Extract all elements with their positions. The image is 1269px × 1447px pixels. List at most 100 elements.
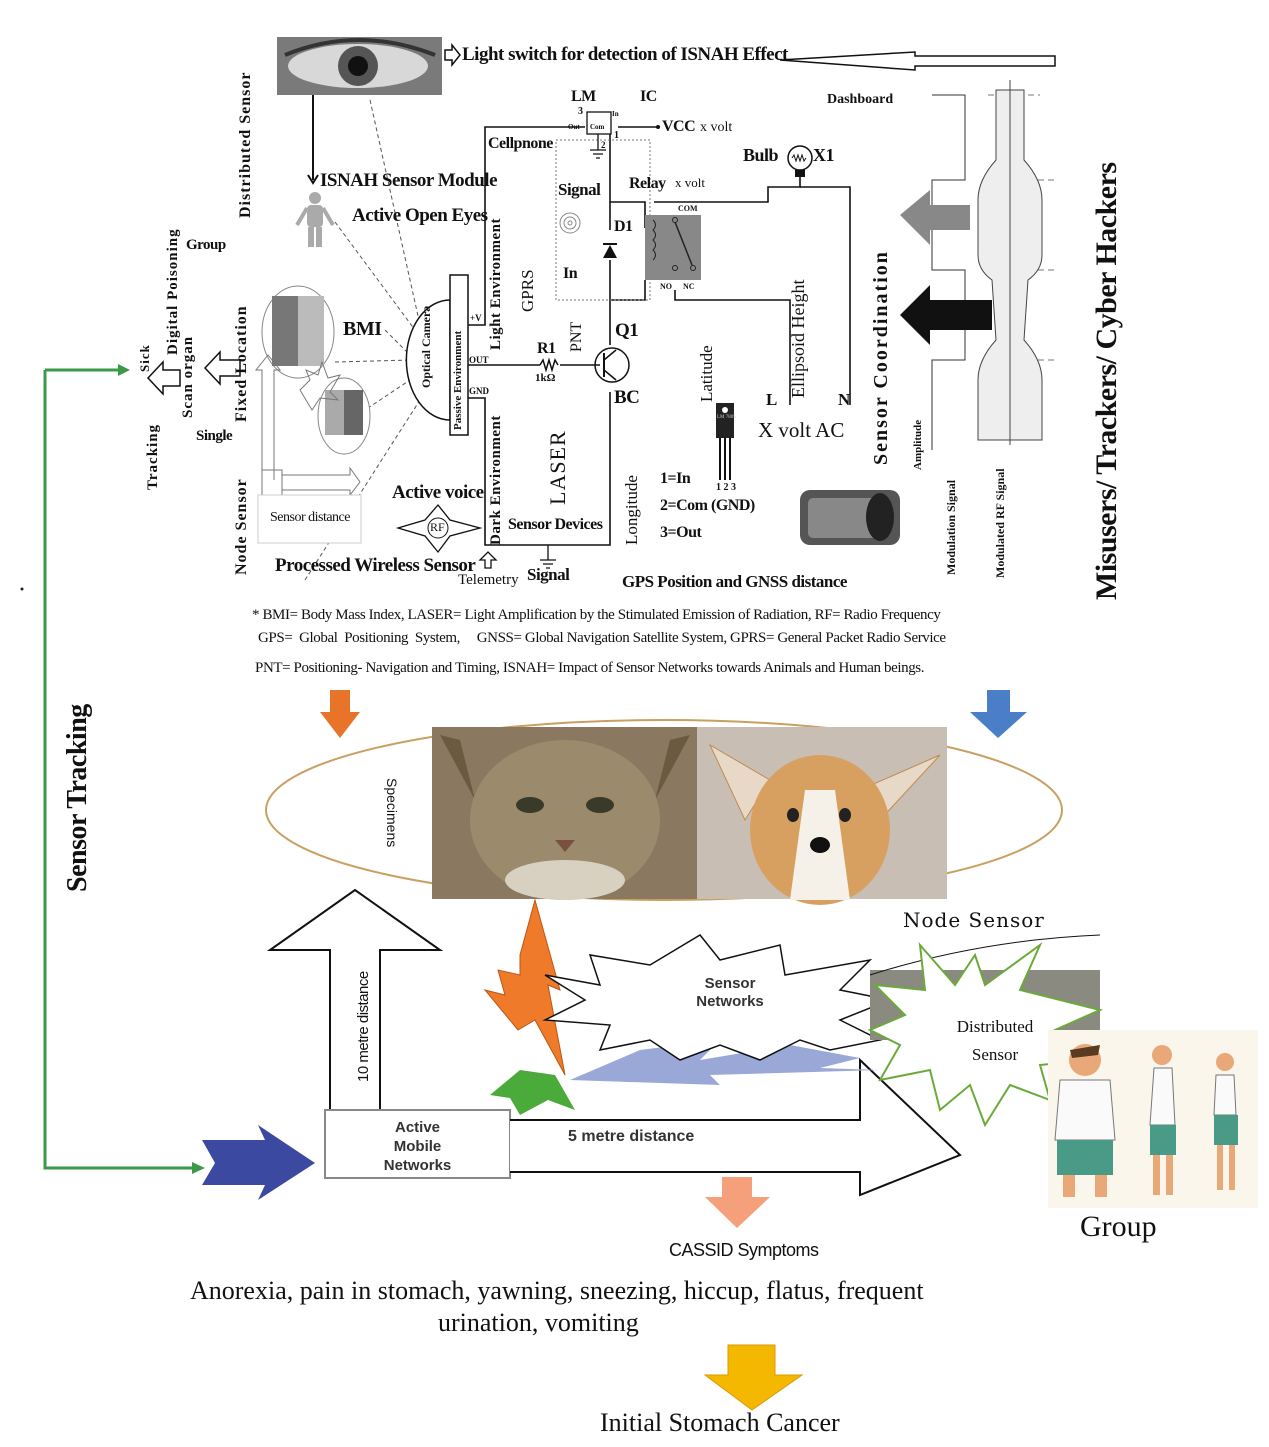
active-voice-label: Active voice <box>392 482 484 503</box>
voltage-regulator-icon <box>716 403 734 480</box>
signal-bottom-label: Signal <box>527 565 570 584</box>
ten-metre-up-arrow <box>266 888 444 1130</box>
node-sensor-label: Node Sensor <box>903 908 1045 932</box>
ic-in-label: In <box>612 110 619 118</box>
footnote-line-1: * BMI= Body Mass Index, LASER= Light Amp… <box>252 607 941 623</box>
cassid-symptoms-label: CASSID Symptoms <box>669 1240 819 1260</box>
relay-volt-label: x volt <box>675 175 705 190</box>
pnt-label: PNT <box>568 321 585 352</box>
distributed-sensor-line-2: Sensor <box>971 1045 1019 1064</box>
sensor-module-label: ISNAH Sensor Module <box>320 170 498 191</box>
bmi-circle-1 <box>261 285 335 379</box>
salmon-down-arrow-icon <box>705 1177 770 1228</box>
telemetry-arrow-icon <box>478 551 498 569</box>
specimens-label: Specimens <box>384 778 400 848</box>
outcome-label: Initial Stomach Cancer <box>600 1408 840 1437</box>
blue-down-arrow-icon <box>970 690 1027 738</box>
light-environment-label: Light Environment <box>488 218 504 350</box>
distributed-sensor-line-1: Distributed <box>956 1017 1034 1036</box>
lm-label: LM <box>571 88 596 105</box>
bulb-label: Bulb <box>743 145 779 165</box>
single-label: Single <box>196 428 233 444</box>
distributed-sensor-starburst <box>867 941 1104 1128</box>
green-burst <box>490 1070 575 1115</box>
dashboard-label: Dashboard <box>827 92 894 107</box>
specimens-ellipse <box>265 719 1063 901</box>
green-arrowhead-bottom-icon <box>192 1162 205 1174</box>
symptoms-line-2: urination, vomiting <box>438 1308 639 1337</box>
active-mobile-line-1: Active <box>394 1119 441 1136</box>
latitude-label: Latitude <box>697 345 716 402</box>
rf-label: RF <box>430 520 445 534</box>
l-terminal-label: L <box>766 390 777 409</box>
header-label: Light switch for detection of ISNAH Effe… <box>462 44 788 65</box>
eye-image <box>277 37 442 95</box>
sensor-coordination-label: Sensor Coordination <box>870 250 892 465</box>
ic-chip <box>586 111 612 135</box>
bmi-circle-2 <box>317 377 371 455</box>
relay-label: Relay <box>629 175 666 192</box>
q1-label: Q1 <box>615 320 639 341</box>
optical-camera-icon <box>405 299 451 421</box>
resistor-icon <box>539 357 559 373</box>
bulb-icon <box>787 145 813 177</box>
ic-label: IC <box>640 88 657 105</box>
sensor-networks-line-1: Sensor <box>704 975 756 992</box>
blue-lightning-bolt <box>570 1040 880 1085</box>
regulator-text: LM 7805 <box>717 415 736 420</box>
d1-label: D1 <box>614 218 633 235</box>
vcc-volt-label: x volt <box>700 120 733 135</box>
r1-label: R1 <box>537 340 556 357</box>
dark-environment-label: Dark Environment <box>488 415 504 545</box>
scan-organ-label: Scan organ <box>180 335 196 418</box>
circuit-wires <box>468 126 851 546</box>
active-mobile-networks-label: Active Mobile Networks <box>325 1118 510 1175</box>
left-arrow-sick-icon <box>146 360 181 396</box>
modulated-rf-label: Modulated RF Signal <box>993 468 1007 578</box>
pin-out-label: OUT <box>469 355 489 365</box>
modulation-signal-label: Modulation Signal <box>944 479 958 575</box>
regulator-pins: 1 2 3 <box>716 482 736 493</box>
footnote-line-2: GPS= Global Positioning System, GNSS= Gl… <box>258 630 946 646</box>
ic-out-label: Out <box>568 123 580 131</box>
transistor-icon <box>594 347 630 383</box>
sensor-networks-starburst <box>542 934 893 1061</box>
footnote-line-3: PNT= Positioning- Navigation and Timing,… <box>255 660 925 676</box>
gray-left-arrow-icon <box>900 190 970 245</box>
pin-legend-2: 2=Com (GND) <box>660 497 755 514</box>
passive-environment-label: Passive Environment <box>452 330 464 430</box>
distributed-sensor-star-label: Distributed Sensor <box>935 1013 1055 1069</box>
ic-com-label: Com <box>590 123 605 131</box>
sensor-devices-label: Sensor Devices <box>508 516 603 533</box>
pin-legend-1: 1=In <box>660 470 691 487</box>
signal-coil-icon <box>559 212 581 234</box>
fixed-location-label: Fixed Location <box>233 305 250 422</box>
r1-value-label: 1kΩ <box>535 372 556 384</box>
vcc-label: VCC <box>662 118 696 135</box>
gprs-label: GPRS <box>518 269 537 312</box>
relay-nc-label: NC <box>683 282 695 291</box>
active-open-eyes-label: Active Open Eyes <box>352 205 488 226</box>
cellphone-label: Cellpnone <box>488 135 553 152</box>
amplitude-label: Amplitude <box>912 419 924 470</box>
ellipsoid-height-label: Ellipsoid Height <box>788 279 808 399</box>
distributed-sensor-label: Distributed Sensor <box>237 71 254 218</box>
ic-pin1: 1 <box>614 130 619 141</box>
sensor-distance-box <box>257 494 362 544</box>
gold-down-arrow-icon <box>703 1344 804 1411</box>
signal-label: Signal <box>558 180 601 199</box>
symptoms-line-1: Anorexia, pain in stomach, yawning, snee… <box>190 1276 924 1305</box>
sensor-networks-label: Sensor Networks <box>670 975 790 1011</box>
optical-camera-label: Optical Camera <box>419 305 433 388</box>
orange-down-arrow-icon <box>320 690 360 738</box>
five-metre-label: 5 metre distance <box>568 1128 695 1145</box>
tracking-small-label: Tracking <box>145 423 161 490</box>
misusers-label: Misusers/ Trackers/ Cyber Hackers <box>1090 162 1123 600</box>
dog-image <box>697 727 947 905</box>
x1-label: X1 <box>813 145 835 165</box>
mini-diagram-thumbnail <box>254 354 361 497</box>
left-arrow-scan-icon <box>203 350 241 386</box>
usb-device-image <box>800 490 900 545</box>
sensor-tracking-connector <box>43 368 195 1170</box>
